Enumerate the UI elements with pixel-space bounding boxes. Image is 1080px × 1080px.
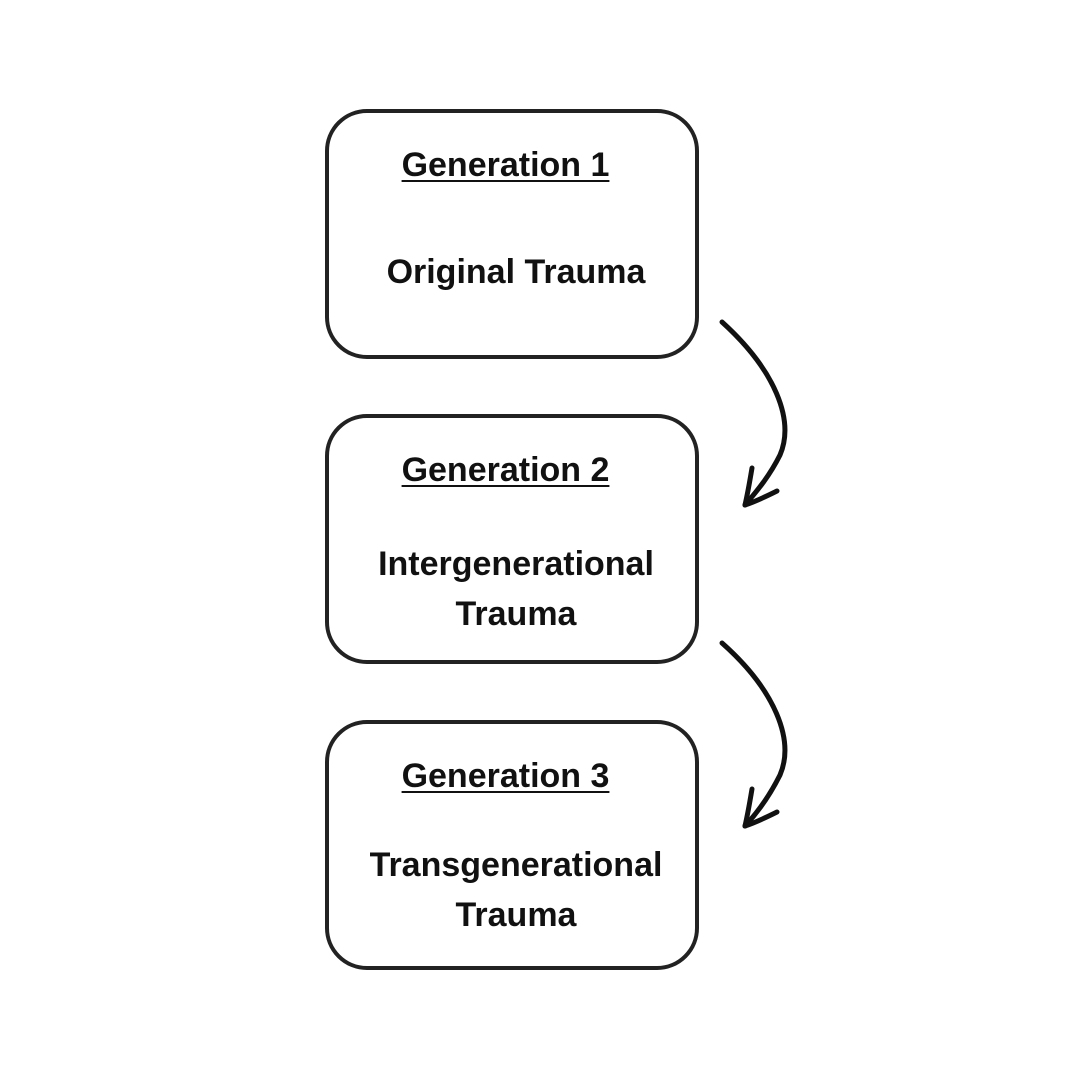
generation-3-label-line-1: Transgenerational (369, 846, 663, 884)
generation-1-box: Generation 1 Original Trauma (325, 109, 699, 359)
generation-3-heading: Generation 3 (401, 757, 610, 795)
arrow-1-to-2-icon (719, 319, 788, 508)
generation-1-label-line-1: Original Trauma (386, 253, 646, 291)
generation-2-heading: Generation 2 (401, 451, 610, 489)
arrow-2-to-3-icon (719, 640, 788, 829)
generation-3-box: Generation 3 Transgenerational Trauma (325, 720, 699, 970)
generation-2-box: Generation 2 Intergenerational Trauma (325, 414, 699, 664)
generation-3-label: Transgenerational Trauma (329, 840, 703, 940)
generation-2-label: Intergenerational Trauma (329, 539, 703, 639)
generation-1-heading: Generation 1 (401, 146, 610, 184)
generation-2-label-line-2: Trauma (455, 595, 577, 633)
generation-2-label-line-1: Intergenerational (378, 545, 654, 583)
generation-3-label-line-2: Trauma (455, 896, 577, 934)
generation-1-label: Original Trauma (329, 247, 703, 297)
